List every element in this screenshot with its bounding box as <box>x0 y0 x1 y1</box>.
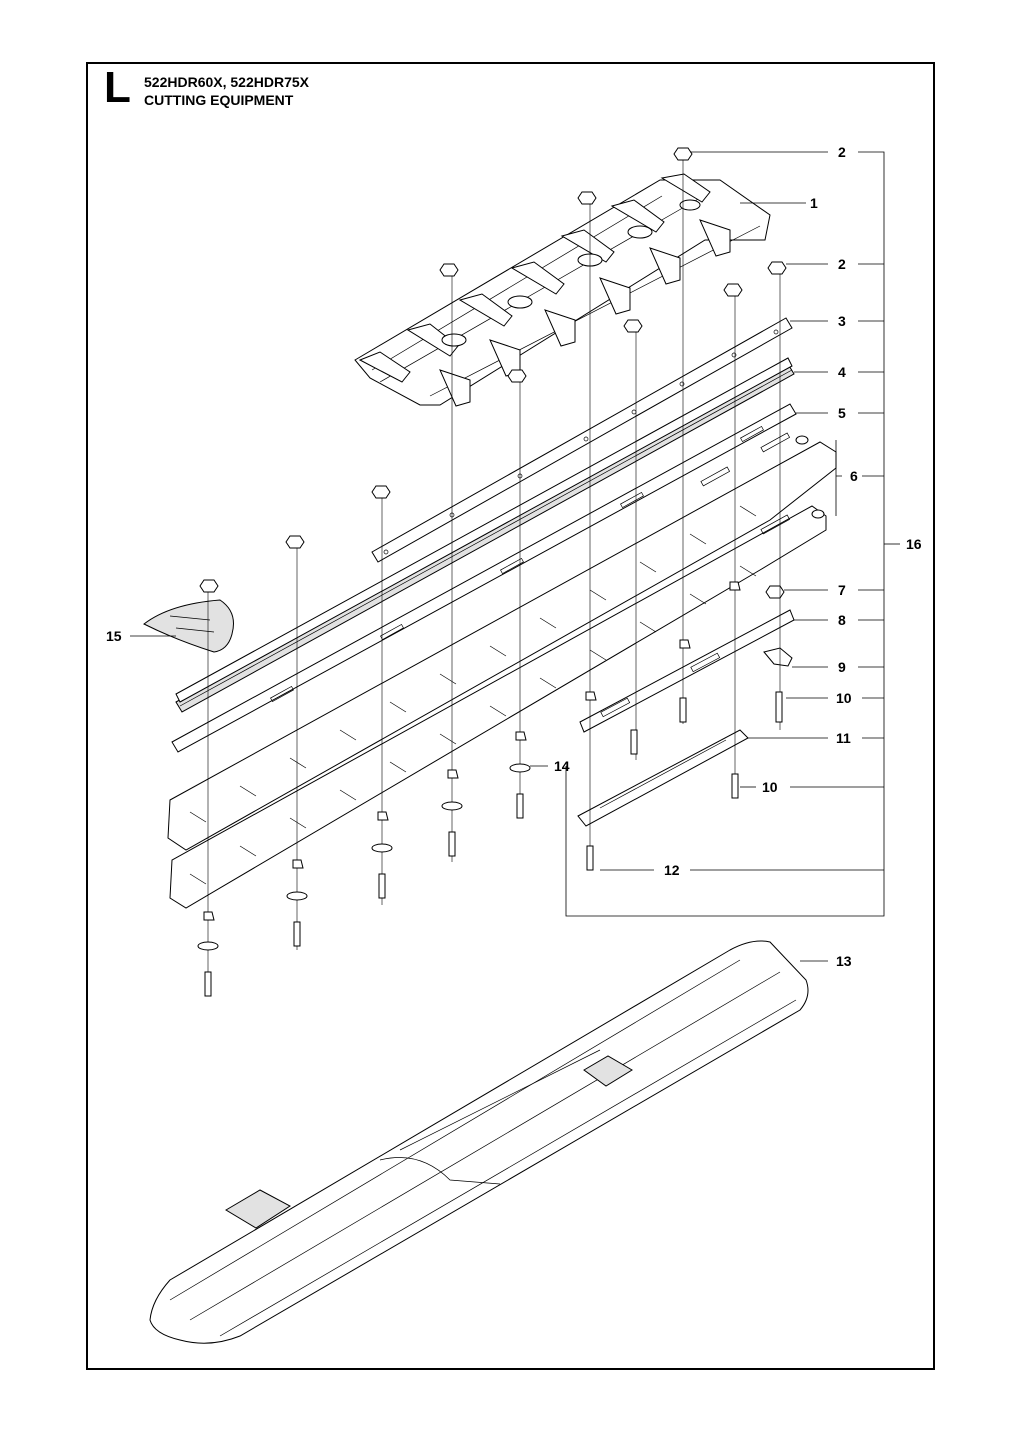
callout-14: 14 <box>554 758 570 774</box>
callout-3: 3 <box>838 313 846 329</box>
callout-5: 5 <box>838 405 846 421</box>
leader-lines <box>130 151 900 962</box>
section-letter: L <box>104 63 131 112</box>
callout-15: 15 <box>106 628 122 644</box>
shield-part <box>143 599 234 653</box>
small-parts <box>577 585 795 827</box>
callout-12: 12 <box>664 862 680 878</box>
callout-2-top: 2 <box>838 144 846 160</box>
callout-11: 11 <box>836 730 851 746</box>
blade-cover-part <box>149 940 809 1344</box>
callout-9: 9 <box>838 659 846 675</box>
strip-part <box>371 317 793 563</box>
callout-16: 16 <box>906 536 922 552</box>
callout-10-upper: 10 <box>836 690 852 706</box>
model-title: 522HDR60X, 522HDR75X <box>144 74 309 90</box>
blade-part <box>167 432 837 909</box>
nut-part <box>199 147 787 593</box>
guide-bar-part <box>175 357 795 713</box>
callout-10-lower: 10 <box>762 779 778 795</box>
callout-13: 13 <box>836 953 852 969</box>
callout-4: 4 <box>838 364 846 380</box>
diagram-frame <box>86 62 935 1370</box>
callout-2: 2 <box>838 256 846 272</box>
section-title: CUTTING EQUIPMENT <box>144 92 294 108</box>
slotted-bar-part <box>171 403 797 753</box>
blade-guard-part <box>354 173 771 407</box>
fastener-stack <box>197 160 783 997</box>
callout-1: 1 <box>810 195 818 211</box>
callout-6: 6 <box>850 468 858 484</box>
callout-7: 7 <box>838 582 846 598</box>
callout-8: 8 <box>838 612 846 628</box>
